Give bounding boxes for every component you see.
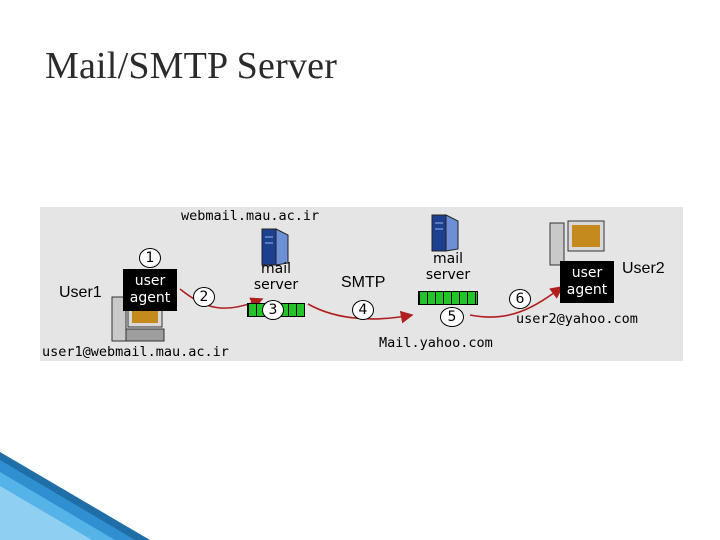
user1-label: User1: [59, 284, 102, 301]
mail-server-2-label: mail server: [420, 251, 476, 283]
mail-server-1-label: mail server: [248, 261, 304, 293]
user1-agent-line1: user: [134, 273, 166, 289]
mail-server-2-line1: mail: [433, 251, 463, 267]
step-5: 5: [440, 307, 464, 327]
remote-domain-label: Mail.yahoo.com: [379, 335, 493, 351]
domain-top-label: webmail.mau.ac.ir: [181, 208, 320, 224]
user2-agent-line1: user: [571, 265, 603, 281]
user2-address: user2@yahoo.com: [516, 311, 638, 327]
mail-server-2-icon: [431, 214, 459, 252]
protocol-label: SMTP: [341, 274, 386, 291]
user2-label: User2: [622, 260, 665, 277]
corner-decoration: [0, 452, 150, 540]
step-4: 4: [352, 300, 374, 320]
mail-server-2-line2: server: [425, 267, 471, 283]
arrow-remote-to-agent: [469, 286, 564, 318]
user2-agent-box: user agent: [560, 261, 614, 303]
mail-server-1-line2: server: [253, 277, 299, 293]
step-3: 3: [262, 300, 284, 320]
user2-computer-icon: [549, 220, 605, 266]
step-2: 2: [193, 287, 215, 307]
slide-title: Mail/SMTP Server: [45, 45, 338, 87]
step-6: 6: [509, 289, 531, 309]
user1-agent-box: user agent: [123, 269, 177, 311]
user1-address: user1@webmail.mau.ac.ir: [42, 344, 229, 360]
mail-server-1-icon: [261, 228, 289, 266]
step-1: 1: [139, 248, 161, 268]
user2-agent-line2: agent: [566, 282, 608, 298]
mail-server-2-queue: [418, 291, 478, 305]
mail-server-1-line1: mail: [261, 261, 291, 277]
mail-flow-diagram: webmail.mau.ac.ir User1 1 user agent 2 m…: [40, 207, 683, 361]
user1-agent-line2: agent: [129, 290, 171, 306]
